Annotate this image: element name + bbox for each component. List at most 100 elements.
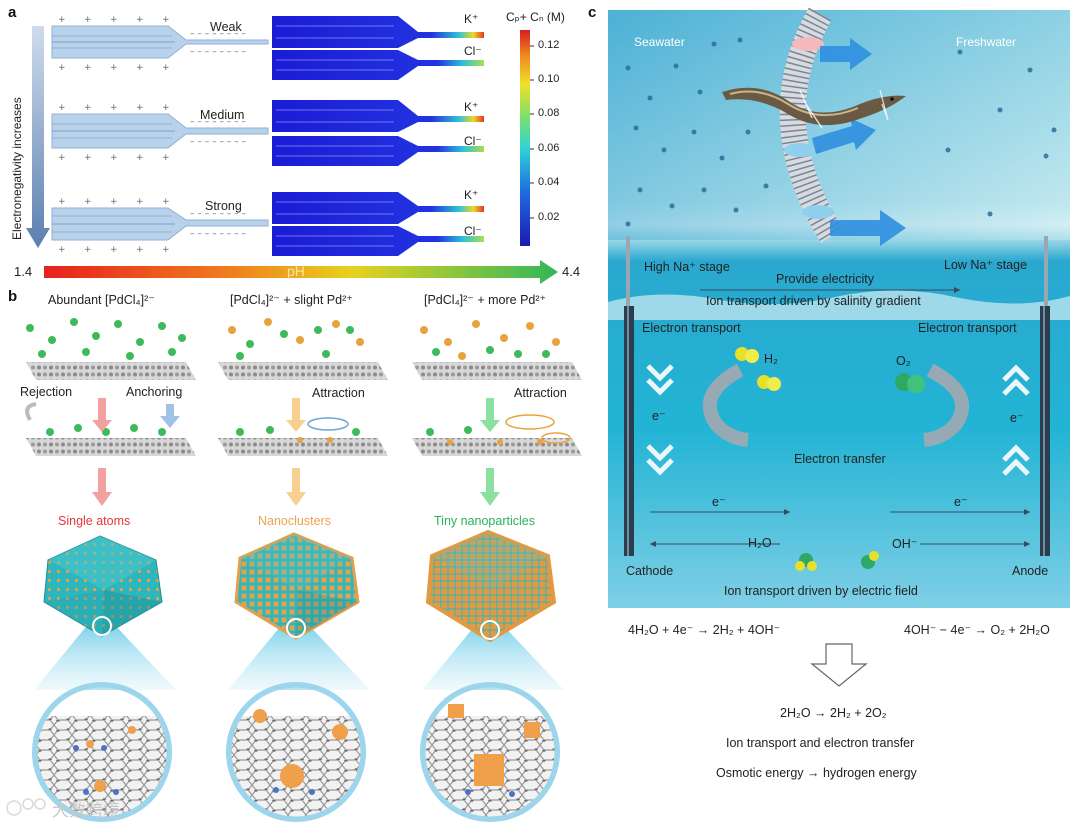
ph-max-label: 4.4: [562, 264, 580, 279]
colorbar-tick: 0.04: [538, 176, 559, 188]
watermark-text: 大数跨境: [52, 796, 120, 821]
panel-letter-a: a: [8, 4, 16, 21]
cathode-reaction: 4H₂O + 4e⁻ → 2H₂ + 4OH⁻: [628, 622, 780, 637]
attraction-swirl: [506, 415, 554, 429]
svg-text:+: +: [110, 245, 118, 255]
polyhedron-single-atoms: [44, 536, 162, 636]
simulation-maps: [272, 16, 484, 256]
watermark-logo: [7, 799, 45, 815]
strength-label-weak: Weak: [210, 20, 242, 34]
svg-text:+: +: [162, 103, 170, 113]
svg-text:+: +: [110, 15, 118, 25]
colorbar-tick: 0.06: [538, 142, 559, 154]
salinity-transport-label: Ion transport driven by salinity gradien…: [706, 294, 921, 308]
anode-label: Anode: [1012, 564, 1048, 578]
polyhedron-nanoclusters: [236, 534, 358, 638]
graphene-sheet: [26, 362, 196, 380]
ion-label-k-2: K⁺: [464, 100, 478, 114]
colorbar-tick: 0.02: [538, 211, 559, 223]
electron-transport-left-label: Electron transport: [642, 321, 741, 335]
column-header-2: [PdCl₄]²⁻ + slight Pd²⁺: [230, 292, 353, 307]
electron-bottom-right-label: e⁻: [954, 494, 968, 509]
svg-text:+: +: [58, 245, 66, 255]
strength-label-strong: Strong: [205, 199, 242, 213]
svg-text:+: +: [162, 153, 170, 163]
column-header-3: [PdCl₄]²⁻ + more Pd²⁺: [424, 292, 546, 307]
result-single-atoms: Single atoms: [58, 514, 130, 528]
result-nanoclusters: Nanoclusters: [258, 514, 331, 528]
attraction-label-2: Attraction: [312, 386, 365, 400]
svg-text:+: +: [136, 103, 144, 113]
svg-text:+: +: [58, 197, 66, 207]
result-tiny-nanoparticles: Tiny nanoparticles: [434, 514, 535, 528]
electron-left-label: e⁻: [652, 408, 666, 423]
svg-text:+: +: [84, 197, 92, 207]
svg-text:+: +: [136, 197, 144, 207]
ion-cloud-2: [228, 318, 364, 360]
column-header-1: Abundant [PdCl₄]²⁻: [48, 292, 155, 307]
electronegativity-arrow: [26, 26, 50, 248]
cathode-label: Cathode: [626, 564, 673, 578]
electronegativity-label: Electronegativity increases: [10, 97, 24, 240]
svg-text:+: +: [110, 103, 118, 113]
colorbar-tick: 0.08: [538, 107, 559, 119]
magnified-view-nanoparticles: [418, 682, 568, 822]
svg-text:– – – – – – – –: – – – – – – – –: [190, 47, 247, 57]
svg-text:+: +: [110, 63, 118, 73]
freshwater-label: Freshwater: [956, 35, 1016, 49]
provide-electricity-label: Provide electricity: [776, 272, 874, 286]
o2-label: O₂: [896, 354, 911, 368]
svg-text:+: +: [110, 153, 118, 163]
graphene-sheet: [26, 438, 196, 456]
ion-label-cl-2: Cl⁻: [464, 134, 482, 148]
low-stage-label: Low Na⁺ stage: [944, 257, 1027, 272]
svg-text:+: +: [58, 15, 66, 25]
svg-text:+: +: [162, 197, 170, 207]
ph-min-label: 1.4: [14, 264, 32, 279]
svg-text:– – – – – – – –: – – – – – – – –: [190, 229, 247, 239]
svg-text:+: +: [84, 103, 92, 113]
ph-axis-label: pH: [287, 263, 305, 279]
svg-text:+: +: [162, 245, 170, 255]
seawater-label: Seawater: [634, 35, 685, 49]
svg-text:+: +: [58, 63, 66, 73]
graphene-sheet: [218, 362, 388, 380]
rejection-label: Rejection: [20, 385, 72, 399]
anchoring-arrow: [160, 404, 180, 428]
svg-text:+: +: [136, 63, 144, 73]
water-label: H₂O: [748, 536, 772, 550]
magnified-view-nanoclusters: [224, 682, 374, 822]
electron-transfer-label: Electron transfer: [794, 452, 886, 466]
svg-text:+: +: [58, 153, 66, 163]
colorbar-tick: 0.12: [538, 39, 559, 51]
anchoring-label: Anchoring: [126, 385, 182, 399]
svg-text:+: +: [162, 63, 170, 73]
graphene-sheet: [412, 438, 582, 456]
svg-text:+: +: [136, 245, 144, 255]
colorbar-ticks: [530, 46, 534, 218]
ion-cloud-1: [26, 318, 186, 360]
adsorbed-ions: [46, 424, 472, 436]
svg-text:– – – – – – – –: – – – – – – – –: [190, 137, 247, 147]
ion-label-cl-1: Cl⁻: [464, 44, 482, 58]
high-stage-label: High Na⁺ stage: [644, 259, 730, 274]
electron-bottom-left-label: e⁻: [712, 494, 726, 509]
ion-cloud-3: [420, 320, 560, 360]
strength-label-medium: Medium: [200, 108, 244, 122]
svg-text:+: +: [136, 153, 144, 163]
panel-letter-b: b: [8, 288, 17, 305]
summary-line-2: Osmotic energy → hydrogen energy: [716, 766, 917, 780]
svg-text:+: +: [84, 63, 92, 73]
electric-field-transport-label: Ion transport driven by electric field: [724, 584, 918, 598]
svg-text:+: +: [84, 245, 92, 255]
attraction-label-3: Attraction: [514, 386, 567, 400]
rejection-arrow: [27, 404, 36, 420]
ion-label-k-3: K⁺: [464, 188, 478, 202]
hydroxide-label: OH⁻: [892, 536, 917, 551]
electron-transport-right-label: Electron transport: [918, 321, 1017, 335]
h2-label: H₂: [764, 352, 778, 366]
overall-reaction-arrow: [812, 644, 866, 686]
graphene-sheet: [412, 362, 582, 380]
polyhedron-nanoparticles: [428, 532, 554, 640]
